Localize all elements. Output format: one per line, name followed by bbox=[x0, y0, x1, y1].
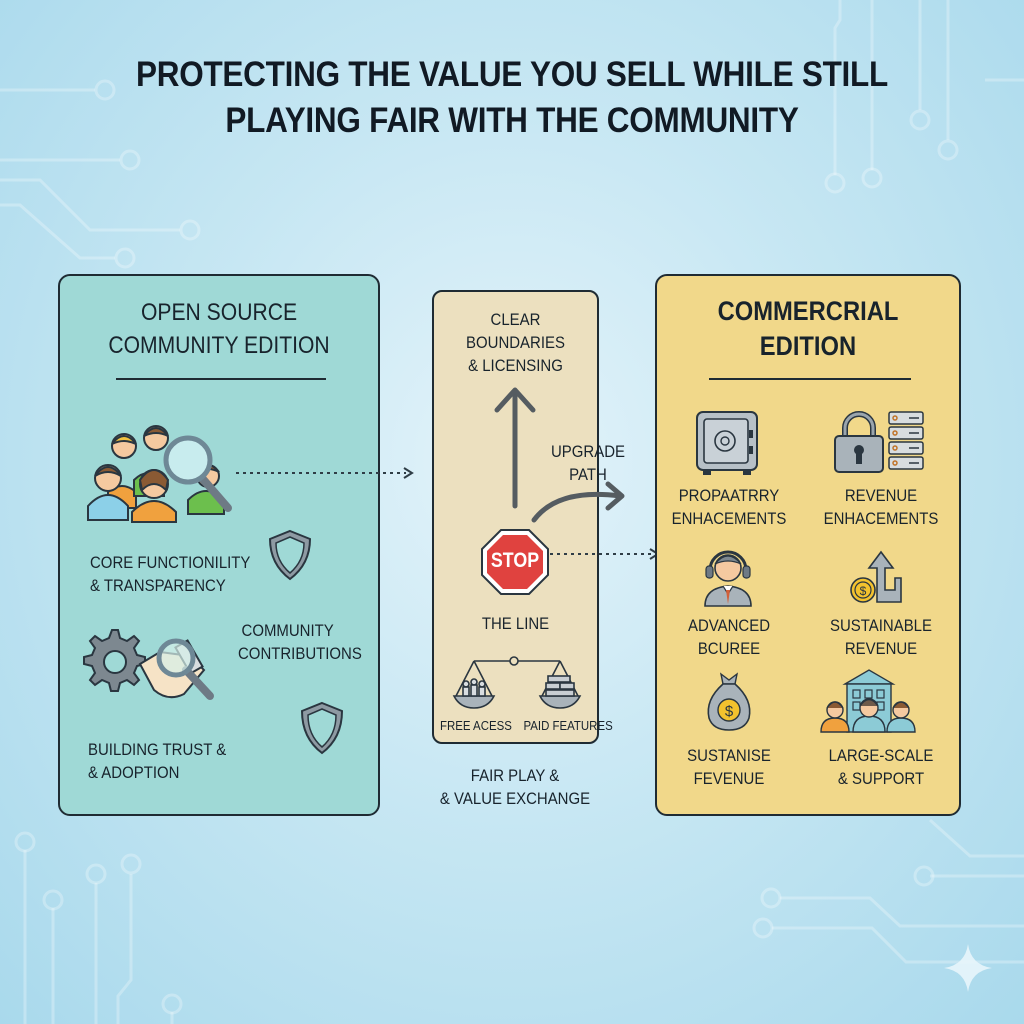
sustainable-revenue-label: SUSTAINABLE REVENUE bbox=[816, 614, 946, 660]
upgrade-path-arrow-icon bbox=[531, 481, 625, 523]
sustanise-revenue-label: SUSTANISE FEVENUE bbox=[666, 744, 793, 790]
commercial-heading-line-1: COMMERCRIAL bbox=[717, 296, 899, 326]
sustanise-line-2: FEVENUE bbox=[693, 769, 765, 788]
title-line-1: PROTECTING THE VALUE YOU SELL WHILE STIL… bbox=[136, 55, 888, 94]
open-source-panel: OPEN SOURCE COMMUNITY EDITION CORE FUNCT bbox=[58, 274, 380, 816]
title-line-2: PLAYING FAIR WITH THE COMMUNITY bbox=[225, 101, 799, 140]
large-scale-support-label: LARGE-SCALE & SUPPORT bbox=[816, 744, 946, 790]
scale-labels: FREE ACESS PAID FEATURES bbox=[440, 718, 613, 734]
building-trust-line-2: & ADOPTION bbox=[88, 763, 180, 782]
proprietary-enhancements-label: PROPAATRRY ENHACEMENTS bbox=[666, 484, 793, 530]
up-arrow-icon bbox=[494, 387, 536, 509]
advanced-line-2: BCUREE bbox=[697, 639, 761, 658]
stop-sign-text: STOP bbox=[490, 549, 540, 572]
boundary-panel: CLEAR BOUNDARIES & LICENSING UPGRADE PAT… bbox=[432, 290, 625, 744]
upgrade-path-line-1: UPGRADE bbox=[550, 442, 625, 461]
upgrade-path-line-2: PATH bbox=[569, 465, 607, 484]
page-title: PROTECTING THE VALUE YOU SELL WHILE STIL… bbox=[51, 52, 973, 144]
coin-growth-arrow-icon: $ bbox=[845, 548, 905, 606]
core-functionality-line-2: & TRANSPARENCY bbox=[90, 576, 226, 595]
support-agent-headset-icon bbox=[701, 546, 755, 608]
upgrade-path-label: UPGRADE PATH bbox=[535, 440, 641, 486]
commercial-heading: COMMERCRIAL EDITION bbox=[675, 294, 941, 364]
sustainable-revenue-line-1: SUSTAINABLE bbox=[830, 616, 932, 635]
heading-divider bbox=[116, 378, 326, 380]
svg-text:$: $ bbox=[725, 703, 734, 720]
dotted-arrow-to-middle bbox=[236, 467, 414, 479]
free-access-label: FREE ACESS bbox=[440, 718, 512, 733]
revenue-enhancements-label: REVENUE ENHACEMENTS bbox=[816, 484, 946, 530]
dotted-arrow-to-commercial bbox=[550, 548, 660, 560]
community-contributions-line-1: COMMUNITY bbox=[241, 621, 334, 640]
building-trust-label: BUILDING TRUST & & ADOPTION bbox=[88, 738, 226, 784]
clear-boundaries-label: CLEAR BOUNDARIES & LICENSING bbox=[444, 308, 587, 377]
open-source-heading: OPEN SOURCE COMMUNITY EDITION bbox=[79, 296, 359, 362]
shield-icon bbox=[266, 528, 314, 582]
community-contributions-line-2: CONTRIBUTIONS bbox=[238, 644, 362, 663]
commercial-panel: COMMERCRIAL EDITION PROPAATRRY ENHACEMEN… bbox=[655, 274, 961, 816]
sustanise-line-1: SUSTANISE bbox=[687, 746, 771, 765]
large-scale-line-2: & SUPPORT bbox=[837, 769, 925, 788]
community-contributions-label: COMMUNITY CONTRIBUTIONS bbox=[238, 619, 362, 665]
open-source-heading-line-2: COMMUNITY EDITION bbox=[108, 332, 330, 359]
balance-scale-icon bbox=[452, 656, 582, 712]
svg-text:$: $ bbox=[860, 584, 867, 598]
clear-boundaries-line-3: & LICENSING bbox=[468, 356, 563, 375]
fair-play-label: FAIR PLAY & & VALUE EXCHANGE bbox=[424, 764, 605, 810]
proprietary-line-1: PROPAATRRY bbox=[678, 486, 780, 505]
advanced-secure-label: ADVANCED BCUREE bbox=[666, 614, 793, 660]
enterprise-building-team-icon bbox=[819, 668, 917, 734]
paid-features-label: PAID FEATURES bbox=[523, 718, 613, 733]
heading-divider bbox=[709, 378, 911, 380]
clear-boundaries-line-2: BOUNDARIES bbox=[466, 333, 565, 352]
open-source-heading-line-1: OPEN SOURCE bbox=[140, 299, 298, 326]
clear-boundaries-line-1: CLEAR bbox=[490, 310, 541, 329]
revenue-enhancements-line-2: ENHACEMENTS bbox=[823, 509, 939, 528]
large-scale-line-1: LARGE-SCALE bbox=[828, 746, 934, 765]
core-functionality-line-1: CORE FUNCTIONILITY bbox=[90, 553, 251, 572]
commercial-heading-line-2: EDITION bbox=[759, 331, 857, 361]
the-line-label: THE LINE bbox=[481, 614, 550, 633]
fair-play-line-1: FAIR PLAY & bbox=[470, 766, 560, 785]
shield-icon bbox=[298, 700, 346, 756]
sustainable-revenue-line-2: REVENUE bbox=[844, 639, 918, 658]
stop-sign-icon: STOP bbox=[480, 528, 550, 596]
padlock-server-icon bbox=[833, 410, 925, 474]
core-functionality-label: CORE FUNCTIONILITY & TRANSPARENCY bbox=[90, 551, 250, 597]
advanced-line-1: ADVANCED bbox=[687, 616, 771, 635]
gear-handshake-magnifier-icon bbox=[82, 624, 222, 706]
sparkle-icon bbox=[944, 944, 992, 992]
safe-vault-icon bbox=[695, 410, 759, 478]
proprietary-line-2: ENHACEMENTS bbox=[671, 509, 787, 528]
building-trust-line-1: BUILDING TRUST & bbox=[88, 740, 227, 759]
fair-play-line-2: & VALUE EXCHANGE bbox=[439, 789, 591, 808]
community-people-magnifier-icon bbox=[84, 420, 244, 524]
money-bag-icon: $ bbox=[703, 670, 755, 732]
revenue-enhancements-line-1: REVENUE bbox=[844, 486, 918, 505]
